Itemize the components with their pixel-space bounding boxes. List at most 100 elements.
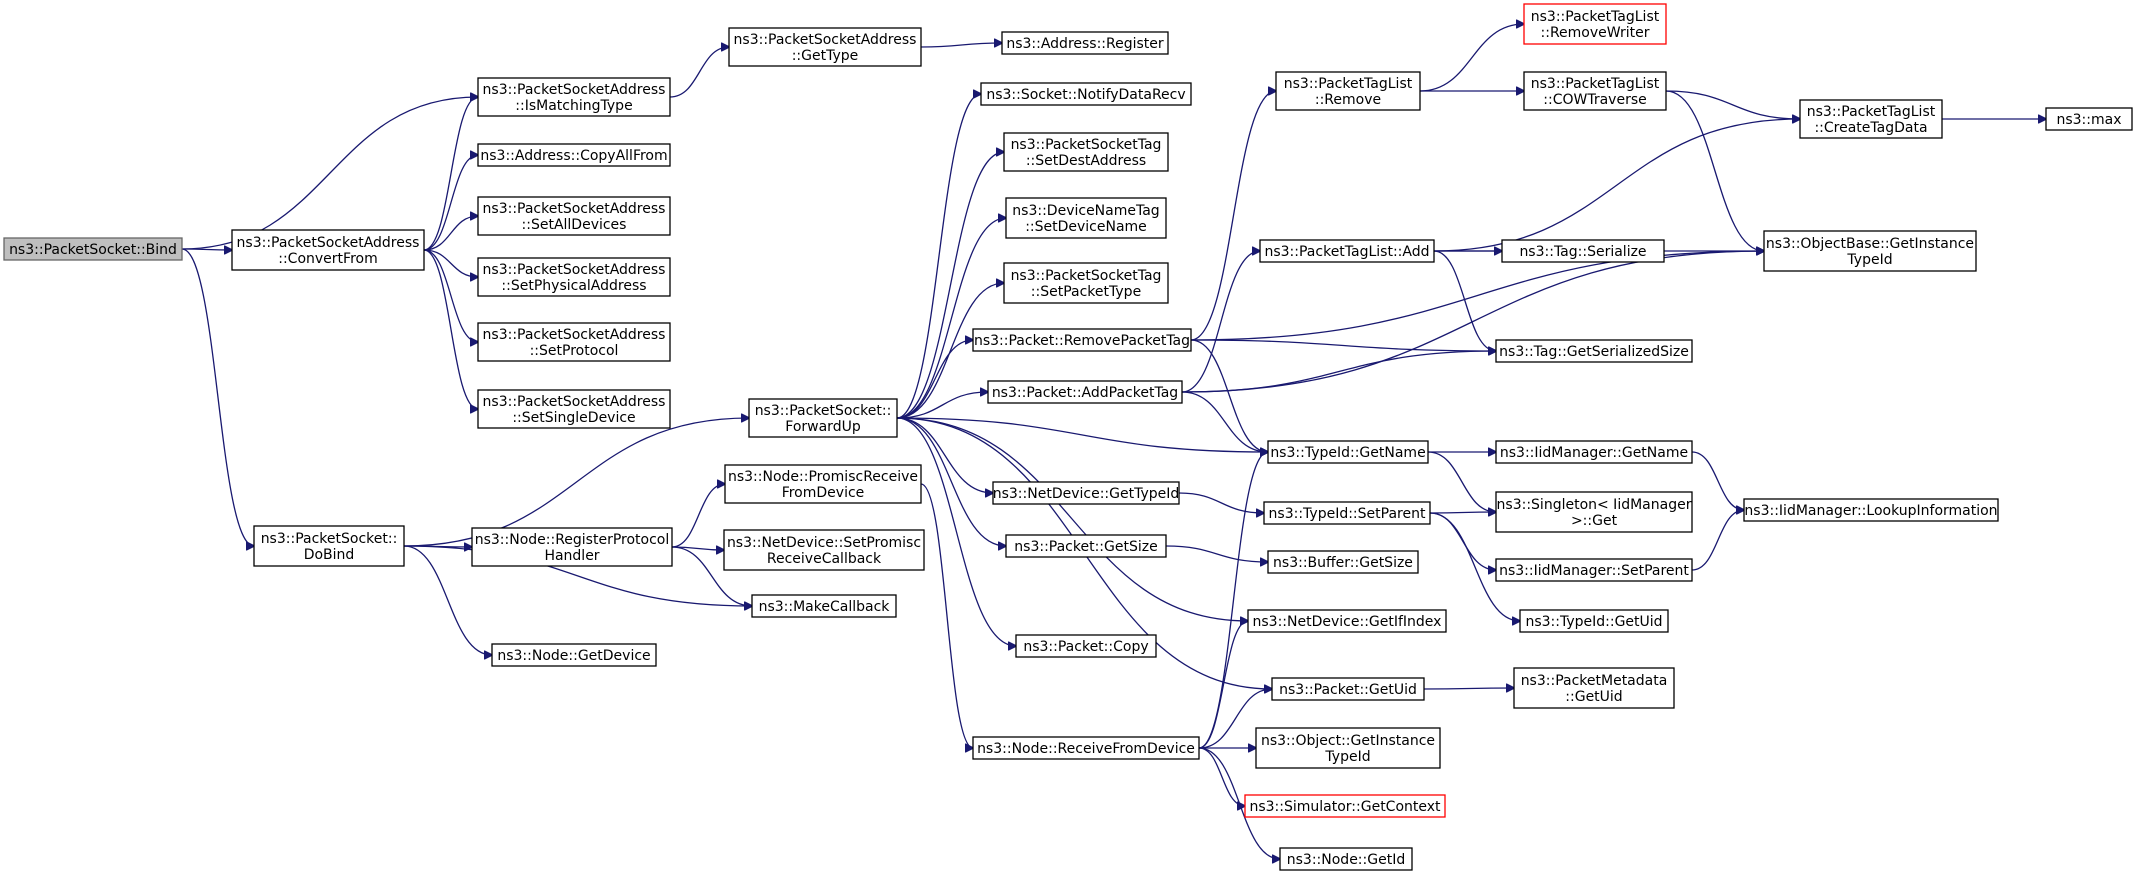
node-singleton_get-label-1: >::Get — [1571, 513, 1618, 529]
node-forwardup[interactable]: ns3::PacketSocket::ForwardUp — [748, 398, 898, 438]
node-setprotocol-label-1: ::SetProtocol — [530, 343, 619, 359]
node-typeid_setparent-label-0: ns3::TypeId::SetParent — [1269, 506, 1426, 522]
node-typeid_getname-box — [1267, 440, 1429, 464]
node-setphysicaladdress-label-0: ns3::PacketSocketAddress — [483, 262, 666, 278]
node-promiscreceive-label-1: FromDevice — [782, 485, 865, 501]
node-removepackettag-label-0: ns3::Packet::RemovePacketTag — [974, 333, 1190, 349]
node-typeid_getname[interactable]: ns3::TypeId::GetName — [1267, 440, 1429, 464]
node-iid_setparent[interactable]: ns3::IidManager::SetParent — [1495, 558, 1693, 582]
node-ptl_cowtraverse-label-0: ns3::PacketTagList — [1531, 76, 1660, 92]
node-removepackettag[interactable]: ns3::Packet::RemovePacketTag — [972, 328, 1192, 352]
node-ptl_remove[interactable]: ns3::PacketTagList::Remove — [1275, 71, 1421, 111]
node-setphysicaladdress[interactable]: ns3::PacketSocketAddress::SetPhysicalAdd… — [477, 257, 671, 297]
node-ismatchingtype-box — [477, 77, 671, 117]
edge-receivefromdevice-to-simulator_getcontext — [1198, 747, 1245, 806]
node-ptl_createtagdata[interactable]: ns3::PacketTagList::CreateTagData — [1799, 99, 1943, 139]
node-tag_getserializedsize[interactable]: ns3::Tag::GetSerializedSize — [1495, 339, 1693, 363]
node-packet_getuid[interactable]: ns3::Packet::GetUid — [1271, 677, 1425, 701]
node-dobind[interactable]: ns3::PacketSocket::DoBind — [253, 525, 405, 567]
node-notifydatarecv[interactable]: ns3::Socket::NotifyDataRecv — [980, 82, 1192, 106]
node-node_getid-label-0: ns3::Node::GetId — [1287, 852, 1405, 868]
edge-netdev_gettypeid-to-typeid_setparent — [1178, 492, 1264, 513]
node-ismatchingtype[interactable]: ns3::PacketSocketAddress::IsMatchingType — [477, 77, 671, 117]
node-packet_getuid-label-0: ns3::Packet::GetUid — [1279, 682, 1417, 698]
node-node_getid[interactable]: ns3::Node::GetId — [1279, 847, 1413, 871]
node-addpackettag[interactable]: ns3::Packet::AddPacketTag — [987, 380, 1183, 404]
node-typeid_setparent[interactable]: ns3::TypeId::SetParent — [1263, 501, 1431, 525]
node-netdev_gettypeid[interactable]: ns3::NetDevice::GetTypeId — [992, 481, 1180, 505]
node-receivefromdevice-label-0: ns3::Node::ReceiveFromDevice — [977, 741, 1195, 757]
node-ns3_max[interactable]: ns3::max — [2045, 107, 2133, 131]
node-ns3_max-box — [2045, 107, 2133, 131]
edge-convertfrom-to-ismatchingtype — [423, 97, 478, 251]
node-object_getinstancetypeid-label-0: ns3::Object::GetInstance — [1261, 733, 1435, 749]
node-singleton_get-box — [1495, 491, 1693, 533]
node-ptl_remove-box — [1275, 71, 1421, 111]
node-netdev_gettypeid-label-0: ns3::NetDevice::GetTypeId — [993, 486, 1180, 502]
edge-forwardup-to-setdevicename — [896, 218, 1006, 419]
node-buffer_getsize-box — [1267, 550, 1419, 574]
node-buffer_getsize[interactable]: ns3::Buffer::GetSize — [1267, 550, 1419, 574]
node-promiscreceive-box — [724, 464, 922, 504]
node-ptl_removewriter[interactable]: ns3::PacketTagList::RemoveWriter — [1523, 3, 1667, 45]
node-setsingledevice-box — [477, 389, 671, 429]
node-dobind-label-0: ns3::PacketSocket:: — [261, 531, 398, 547]
node-setsingledevice[interactable]: ns3::PacketSocketAddress::SetSingleDevic… — [477, 389, 671, 429]
node-ptl_createtagdata-label-1: ::CreateTagData — [1814, 120, 1927, 136]
edge-dobind-to-node_getdevice — [403, 545, 492, 655]
node-convertfrom[interactable]: ns3::PacketSocketAddress::ConvertFrom — [231, 229, 425, 271]
node-setpromisccallback[interactable]: ns3::NetDevice::SetPromiscReceiveCallbac… — [723, 529, 925, 571]
node-typeid_getuid[interactable]: ns3::TypeId::GetUid — [1519, 609, 1669, 633]
edge-forwardup-to-packet_copy — [896, 417, 1016, 646]
node-ptl_createtagdata-box — [1799, 99, 1943, 139]
node-setalldevices[interactable]: ns3::PacketSocketAddress::SetAllDevices — [477, 196, 671, 236]
node-iid_lookupinformation-label-0: ns3::IidManager::LookupInformation — [1744, 503, 1997, 519]
node-iid_lookupinformation[interactable]: ns3::IidManager::LookupInformation — [1743, 498, 1999, 522]
edge-removepackettag-to-tag_getserializedsize — [1190, 339, 1496, 351]
node-ptl_removewriter-box — [1523, 3, 1667, 45]
node-setdevicename[interactable]: ns3::DeviceNameTag::SetDeviceName — [1005, 197, 1167, 239]
node-iid_getname[interactable]: ns3::IidManager::GetName — [1495, 440, 1693, 464]
node-objectbase_getinstancetypeid-box — [1763, 230, 1977, 272]
node-addr_register[interactable]: ns3::Address::Register — [1001, 31, 1169, 55]
node-ns3_max-label-0: ns3::max — [2056, 112, 2121, 128]
node-bind-label-0: ns3::PacketSocket::Bind — [9, 242, 177, 258]
node-pmd_getuid[interactable]: ns3::PacketMetadata::GetUid — [1513, 667, 1675, 709]
edge-removepackettag-to-objectbase_getinstancetypeid — [1190, 251, 1764, 341]
node-ptl_cowtraverse[interactable]: ns3::PacketTagList::COWTraverse — [1523, 71, 1667, 111]
node-setdestaddress[interactable]: ns3::PacketSocketTag::SetDestAddress — [1003, 132, 1169, 172]
node-tag_serialize-label-0: ns3::Tag::Serialize — [1519, 244, 1646, 260]
node-copyallfrom[interactable]: ns3::Address::CopyAllFrom — [477, 143, 671, 167]
edge-typeid_setparent-to-typeid_getuid — [1429, 512, 1520, 621]
node-simulator_getcontext[interactable]: ns3::Simulator::GetContext — [1244, 794, 1446, 818]
node-singleton_get[interactable]: ns3::Singleton< IidManager>::Get — [1495, 491, 1693, 533]
node-addr_register-label-0: ns3::Address::Register — [1006, 36, 1164, 52]
node-tag_serialize[interactable]: ns3::Tag::Serialize — [1501, 239, 1665, 263]
node-setpackettype[interactable]: ns3::PacketSocketTag::SetPacketType — [1003, 262, 1169, 304]
node-psa_gettype[interactable]: ns3::PacketSocketAddress::GetType — [728, 27, 922, 67]
node-forwardup-box — [748, 398, 898, 438]
node-packet_copy[interactable]: ns3::Packet::Copy — [1015, 634, 1157, 658]
edge-ptl_remove-to-ptl_removewriter — [1419, 24, 1524, 92]
node-ptl_removewriter-label-1: ::RemoveWriter — [1541, 25, 1650, 41]
node-bind[interactable]: ns3::PacketSocket::Bind — [3, 237, 183, 261]
edge-receivefromdevice-to-node_getid — [1198, 747, 1280, 859]
node-registerprotocolhandler-label-1: Handler — [544, 548, 599, 564]
node-makecallback[interactable]: ns3::MakeCallback — [751, 594, 897, 618]
node-ismatchingtype-label-0: ns3::PacketSocketAddress — [483, 82, 666, 98]
node-setprotocol[interactable]: ns3::PacketSocketAddress::SetProtocol — [477, 322, 671, 362]
node-bind-box — [3, 237, 183, 261]
node-netdev_getifindex[interactable]: ns3::NetDevice::GetIfIndex — [1247, 609, 1447, 633]
node-receivefromdevice[interactable]: ns3::Node::ReceiveFromDevice — [972, 736, 1200, 760]
node-notifydatarecv-box — [980, 82, 1192, 106]
node-node_getdevice[interactable]: ns3::Node::GetDevice — [491, 643, 657, 667]
edge-receivefromdevice-to-typeid_getname — [1198, 452, 1268, 749]
node-packet_getsize[interactable]: ns3::Packet::GetSize — [1005, 534, 1167, 558]
node-typeid_getuid-box — [1519, 609, 1669, 633]
node-node_getid-box — [1279, 847, 1413, 871]
node-ptl_add[interactable]: ns3::PacketTagList::Add — [1259, 239, 1435, 263]
